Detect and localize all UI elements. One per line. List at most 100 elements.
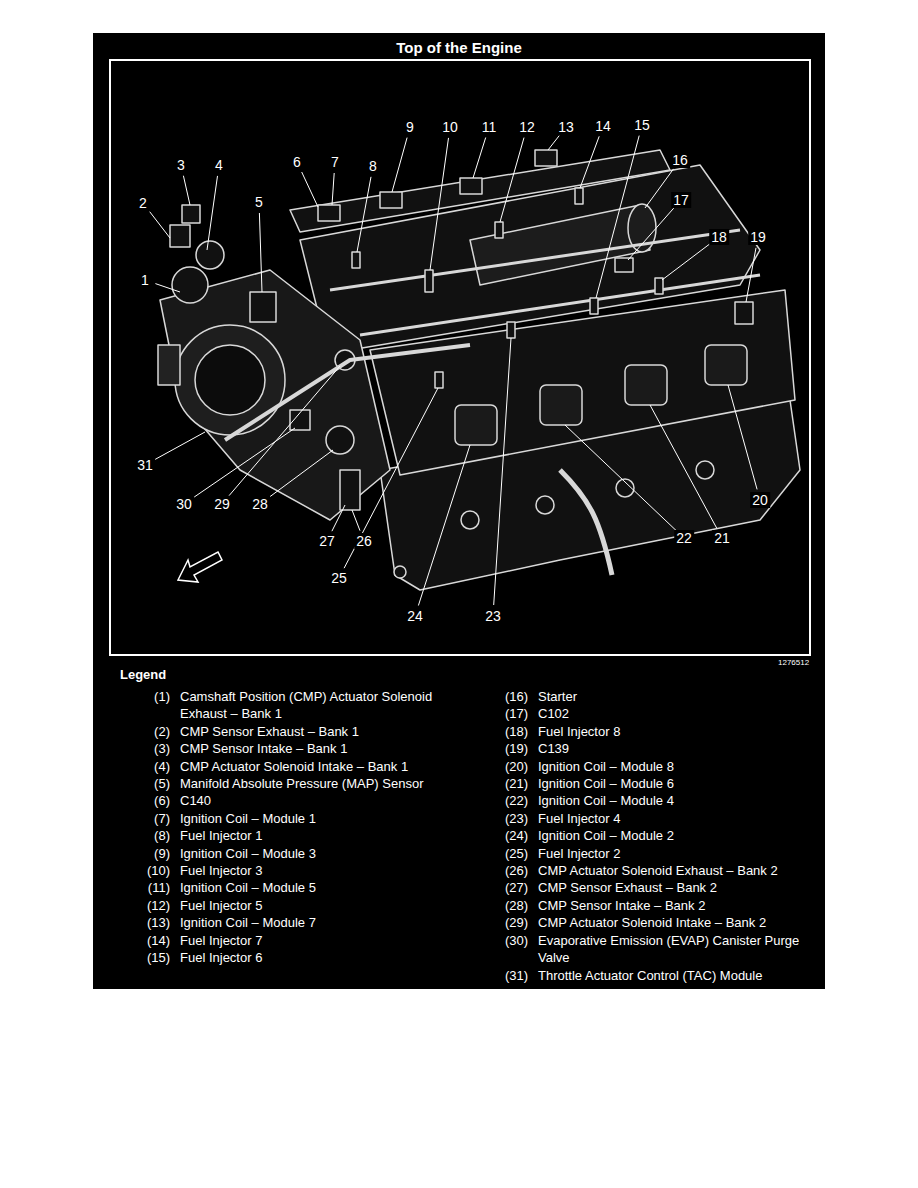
legend-text: Throttle Actuator Control (TAC) Module <box>538 967 818 984</box>
legend-text: Ignition Coil – Module 4 <box>538 792 818 809</box>
legend-number: (19) <box>492 740 528 757</box>
callout-number: 15 <box>632 117 652 133</box>
legend-text: Fuel Injector 5 <box>180 897 480 914</box>
leader-line <box>645 169 674 208</box>
callout-number: 2 <box>137 195 149 211</box>
legend-row: (1)Camshaft Position (CMP) Actuator Sole… <box>122 688 480 723</box>
legend-row: (6)C140 <box>122 792 480 809</box>
legend-number: (28) <box>492 897 528 914</box>
legend-row: (2) CMP Sensor Exhaust – Bank 1 <box>122 723 480 740</box>
legend-text: Ignition Coil – Module 7 <box>180 914 480 931</box>
legend-number: (22) <box>492 792 528 809</box>
leader-line <box>229 366 340 496</box>
leader-line <box>183 176 190 205</box>
legend-number: (5) <box>122 775 170 792</box>
callout-number: 23 <box>483 608 503 624</box>
legend-number: (31) <box>492 967 528 984</box>
legend-number: (24) <box>492 827 528 844</box>
legend-number: (2) <box>122 723 170 740</box>
legend-row: (11)Ignition Coil – Module 5 <box>122 879 480 896</box>
legend-number: (9) <box>122 845 170 862</box>
legend-row: (30) Evaporative Emission (EVAP) Canister… <box>492 932 818 967</box>
callout-number: 30 <box>174 496 194 512</box>
callout-number: 7 <box>329 154 341 170</box>
legend-row: (15)Fuel Injector 6 <box>122 949 480 966</box>
legend-number: (20) <box>492 758 528 775</box>
leader-line <box>392 138 407 192</box>
callout-number: 20 <box>750 492 770 508</box>
legend-text: Ignition Coil – Module 1 <box>180 810 480 827</box>
leader-line <box>344 388 438 568</box>
legend-number: (11) <box>122 879 170 896</box>
callout-number: 31 <box>135 457 155 473</box>
legend-row: (8)Fuel Injector 1 <box>122 827 480 844</box>
callout-number: 3 <box>175 157 187 173</box>
callout-number: 14 <box>593 118 613 134</box>
legend-text: Fuel Injector 7 <box>180 932 480 949</box>
leader-line <box>155 284 180 292</box>
legend-row: (14)Fuel Injector 7 <box>122 932 480 949</box>
legend-text: Fuel Injector 2 <box>538 845 818 862</box>
legend-row: (5) Manifold Absolute Pressure (MAP) Sens… <box>122 775 480 792</box>
callout-number: 6 <box>291 154 303 170</box>
legend-text: C140 <box>180 792 480 809</box>
callout-number: 12 <box>517 119 537 135</box>
legend-number: (7) <box>122 810 170 827</box>
leader-line <box>473 138 486 179</box>
callout-number: 22 <box>674 530 694 546</box>
legend-number: (25) <box>492 845 528 862</box>
legend-column: (1)Camshaft Position (CMP) Actuator Sole… <box>122 688 480 967</box>
leader-line <box>494 338 511 605</box>
callout-number: 26 <box>354 533 374 549</box>
legend-text: Fuel Injector 8 <box>538 723 818 740</box>
legend-column: (16)Starter(17)C102(18)Fuel Injector 8(1… <box>492 688 818 984</box>
callout-number: 1 <box>139 272 151 288</box>
legend-text: Evaporative Emission (EVAP) Canister Pur… <box>538 932 818 967</box>
legend-number: (4) <box>122 758 170 775</box>
legend-number: (30) <box>492 932 528 967</box>
leader-line <box>548 136 559 150</box>
leader-line <box>352 510 360 531</box>
callout-number: 27 <box>317 533 337 549</box>
legend-text: C102 <box>538 705 818 722</box>
legend-number: (16) <box>492 688 528 705</box>
leader-line <box>207 176 218 250</box>
leader-line <box>332 173 334 205</box>
callout-number: 24 <box>405 608 425 624</box>
legend-row: (9) Ignition Coil – Module 3 <box>122 845 480 862</box>
legend-row: (13)Ignition Coil – Module 7 <box>122 914 480 931</box>
callout-number: 28 <box>250 496 270 512</box>
legend-text: Ignition Coil – Module 3 <box>180 845 480 862</box>
legend-number: (17) <box>492 705 528 722</box>
legend-number: (10) <box>122 862 170 879</box>
callout-number: 18 <box>709 229 729 245</box>
legend-text: Fuel Injector 1 <box>180 827 480 844</box>
legend-row: (7) Ignition Coil – Module 1 <box>122 810 480 827</box>
leader-line <box>259 213 262 292</box>
leader-line <box>418 445 470 606</box>
legend-text: Manifold Absolute Pressure (MAP) Sensor <box>180 775 480 792</box>
leader-line <box>332 505 345 531</box>
legend-row: (20)Ignition Coil – Module 8 <box>492 758 818 775</box>
legend-number: (29) <box>492 914 528 931</box>
legend-row: (19) C139 <box>492 740 818 757</box>
legend-text: CMP Sensor Exhaust – Bank 1 <box>180 723 480 740</box>
legend-row: (28)CMP Sensor Intake – Bank 2 <box>492 897 818 914</box>
callout-number: 9 <box>404 119 416 135</box>
legend-text: Starter <box>538 688 818 705</box>
legend-row: (21)Ignition Coil – Module 6 <box>492 775 818 792</box>
leader-line <box>565 425 676 530</box>
leader-line <box>269 450 333 498</box>
legend-row: (31) Throttle Actuator Control (TAC) Modu… <box>492 967 818 984</box>
legend-text: C139 <box>538 740 818 757</box>
title: Top of the Engine <box>93 39 825 56</box>
leader-line <box>746 248 756 302</box>
callout-number: 19 <box>748 229 768 245</box>
callout-number: 17 <box>671 192 691 208</box>
callout-number: 5 <box>253 194 265 210</box>
figure-number: 1276512 <box>778 658 809 667</box>
legend-text: CMP Actuator Solenoid Exhaust – Bank 2 <box>538 862 818 879</box>
leader-line <box>580 136 599 188</box>
